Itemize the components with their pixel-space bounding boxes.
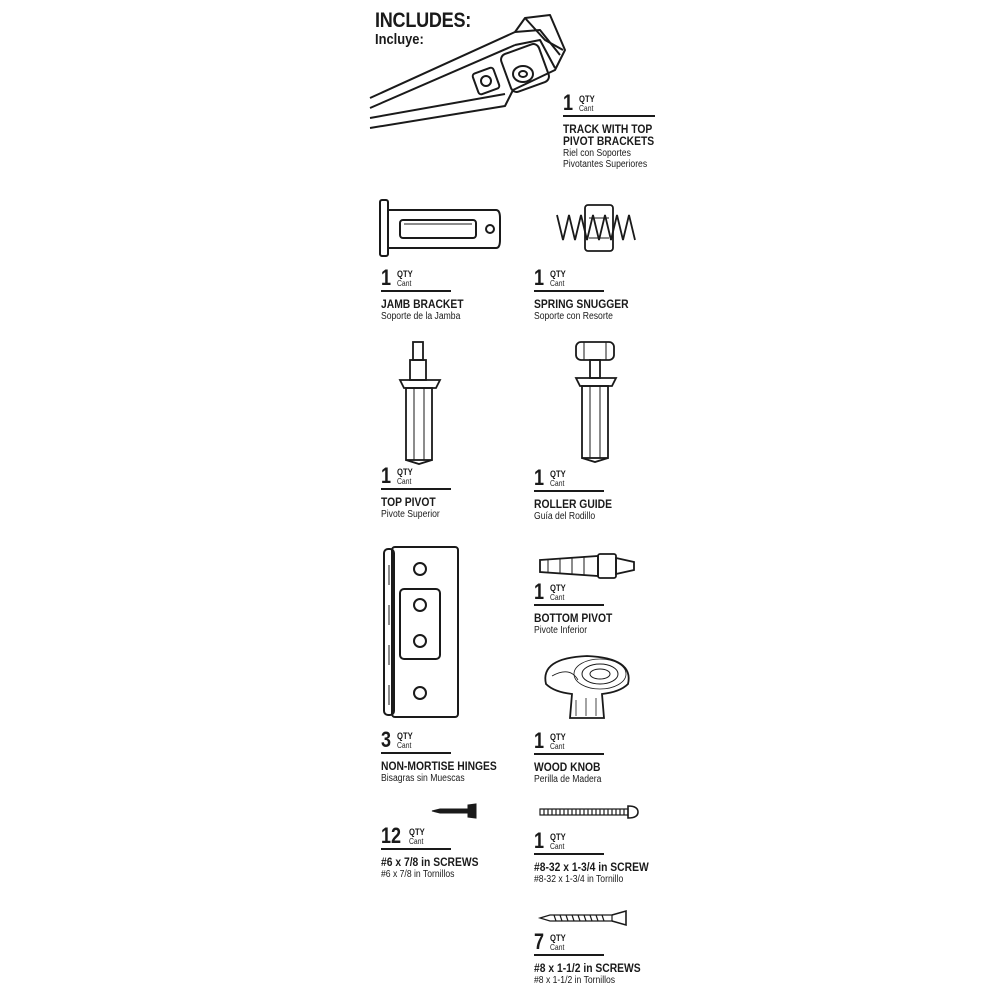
qty-label: QTY bbox=[579, 94, 595, 104]
short-screw-icon bbox=[431, 803, 477, 819]
item-name-es: #6 x 7/8 in Tornillos bbox=[381, 869, 455, 880]
item-name-es: Pivote Superior bbox=[381, 509, 440, 520]
cant-label: Cant bbox=[409, 837, 424, 846]
cant-label: Cant bbox=[579, 104, 594, 113]
includes-heading: INCLUDES: Incluye: bbox=[375, 10, 487, 48]
cant-label: Cant bbox=[397, 741, 412, 750]
qty-label: QTY bbox=[409, 827, 426, 837]
cant-label: Cant bbox=[397, 477, 412, 486]
qty-label: QTY bbox=[397, 731, 413, 741]
item-name-es: Perilla de Madera bbox=[534, 774, 602, 785]
cant-label: Cant bbox=[550, 479, 565, 488]
item-name-es: Bisagras sin Muescas bbox=[381, 773, 465, 784]
heading-title: INCLUDES: bbox=[375, 9, 472, 32]
qty-number: 1 bbox=[381, 265, 392, 290]
qty-label: QTY bbox=[550, 583, 566, 593]
heading-subtitle: Incluye: bbox=[375, 31, 424, 48]
jamb-bracket-icon bbox=[379, 199, 501, 257]
qty-label: QTY bbox=[397, 467, 413, 477]
spring-snugger-icon bbox=[556, 204, 636, 252]
cant-label: Cant bbox=[550, 742, 565, 751]
qty-number: 1 bbox=[381, 463, 392, 488]
qty-number: 3 bbox=[381, 727, 392, 752]
item-name: JAMB BRACKET bbox=[381, 297, 464, 311]
top-pivot-icon bbox=[398, 341, 442, 465]
hinge-icon bbox=[383, 546, 459, 718]
qty-number: 1 bbox=[534, 465, 545, 490]
item-name: WOOD KNOB bbox=[534, 760, 601, 774]
cant-label: Cant bbox=[397, 279, 412, 288]
cant-label: Cant bbox=[550, 943, 565, 952]
qty-number: 12 bbox=[381, 823, 402, 848]
item-name-es: #8-32 x 1-3/4 in Tornillo bbox=[534, 874, 624, 885]
cant-label: Cant bbox=[550, 593, 565, 602]
qty-label: QTY bbox=[397, 269, 413, 279]
item-name-es: Soporte de la Jamba bbox=[381, 311, 461, 322]
item-name-es: Soporte con Resorte bbox=[534, 311, 613, 322]
item-name: BOTTOM PIVOT bbox=[534, 611, 613, 625]
qty-number: 1 bbox=[534, 579, 545, 604]
qty-label: QTY bbox=[550, 469, 566, 479]
item-name: SPRING SNUGGER bbox=[534, 297, 629, 311]
machine-screw-icon bbox=[539, 805, 639, 819]
item-name: ROLLER GUIDE bbox=[534, 497, 612, 511]
qty-label: QTY bbox=[550, 832, 566, 842]
item-name: TOP PIVOT bbox=[381, 495, 436, 509]
cant-label: Cant bbox=[550, 279, 565, 288]
qty-number: 7 bbox=[534, 929, 545, 954]
item-name: NON-MORTISE HINGES bbox=[381, 759, 497, 773]
item-name: #8 x 1-1/2 in SCREWS bbox=[534, 961, 641, 975]
item-name-es: Pivote Inferior bbox=[534, 625, 588, 636]
wood-knob-icon bbox=[544, 655, 630, 719]
bottom-pivot-icon bbox=[539, 553, 635, 579]
qty-label: QTY bbox=[550, 933, 566, 943]
item-name: #8-32 x 1-3/4 in SCREW bbox=[534, 860, 649, 874]
item-name-es: #8 x 1-1/2 in Tornillos bbox=[534, 975, 616, 986]
qty-number: 1 bbox=[534, 728, 545, 753]
qty-number: 1 bbox=[563, 90, 574, 115]
qty-label: QTY bbox=[550, 269, 566, 279]
roller-guide-icon bbox=[574, 341, 618, 463]
qty-label: QTY bbox=[550, 732, 566, 742]
item-name-es: Guía del Rodillo bbox=[534, 511, 596, 522]
track-icon bbox=[369, 14, 566, 129]
long-screw-icon bbox=[537, 909, 627, 927]
qty-number: 1 bbox=[534, 828, 545, 853]
item-name: #6 x 7/8 in SCREWS bbox=[381, 855, 479, 869]
qty-number: 1 bbox=[534, 265, 545, 290]
cant-label: Cant bbox=[550, 842, 565, 851]
